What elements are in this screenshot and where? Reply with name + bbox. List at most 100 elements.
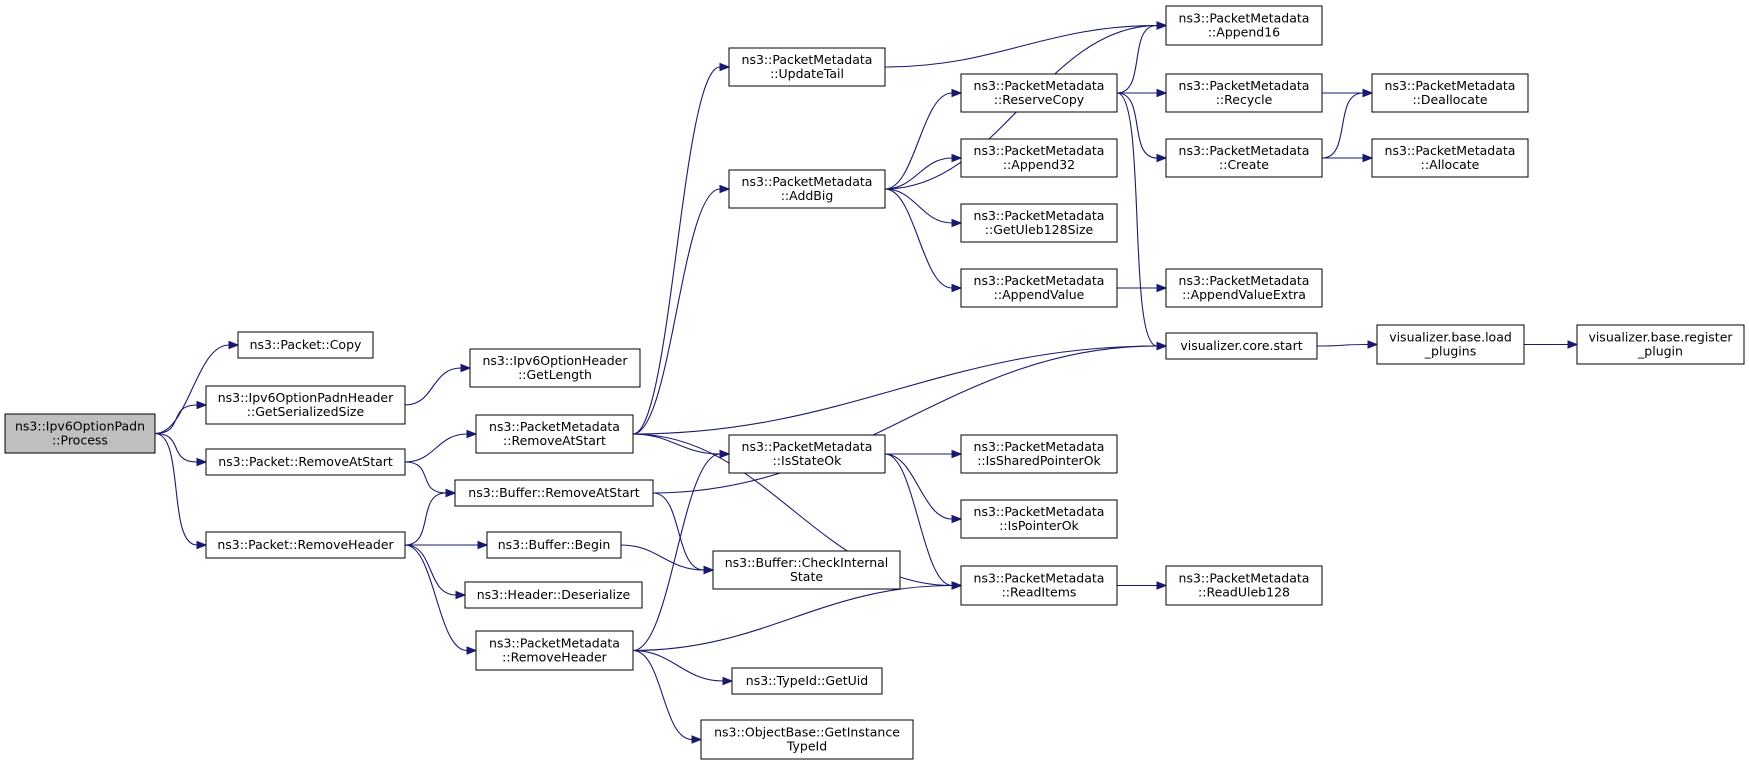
node-box <box>464 581 643 609</box>
node-pm-recycle[interactable]: ns3::PacketMetadata::Recycle <box>1165 73 1323 113</box>
node-label: ns3::PacketMetadata <box>974 439 1105 454</box>
node-pm-readitems[interactable]: ns3::PacketMetadata::ReadItems <box>960 565 1118 606</box>
edge-line <box>404 492 447 546</box>
node-box <box>960 203 1118 243</box>
arrowhead-icon <box>466 646 478 655</box>
node-pm-deallocate[interactable]: ns3::PacketMetadata::Deallocate <box>1371 73 1529 113</box>
edge-pm-removeheader-to-pm-isstateok <box>632 449 731 652</box>
edge-pm-reservecopy-to-visualizer-core-start <box>1116 92 1168 351</box>
edge-line <box>404 544 457 596</box>
edge-line <box>404 544 468 652</box>
node-visualizer-core-start[interactable]: visualizer.core.start <box>1165 332 1318 360</box>
nodes-layer: ns3::Ipv6OptionPadn::Processns3::Packet:… <box>4 5 1745 760</box>
node-pm-readuleb128[interactable]: ns3::PacketMetadata::ReadUleb128 <box>1165 565 1323 606</box>
edge-pm-reservecopy-to-pm-append16 <box>1116 21 1168 94</box>
edge-line <box>652 492 705 571</box>
node-label: ns3::PacketMetadata <box>742 439 873 454</box>
arrowhead-icon <box>1567 340 1579 349</box>
node-pm-appendvalueextra[interactable]: ns3::PacketMetadata::AppendValueExtra <box>1165 268 1323 308</box>
node-pm-reservecopy[interactable]: ns3::PacketMetadata::ReserveCopy <box>960 73 1118 113</box>
node-label: ns3::Ipv6OptionPadn <box>15 419 145 434</box>
node-getserializedsize[interactable]: ns3::Ipv6OptionPadnHeader::GetSerialized… <box>205 385 406 425</box>
node-pm-getuleb128size[interactable]: ns3::PacketMetadata::GetUleb128Size <box>960 203 1118 243</box>
arrowhead-icon <box>703 565 715 575</box>
node-box <box>960 138 1118 178</box>
node-label: State <box>790 569 823 584</box>
edge-pm-removeatstart-to-pm-addbig <box>632 184 731 435</box>
node-visualizer-base-load-plugins[interactable]: visualizer.base.load_plugins <box>1376 324 1525 365</box>
edge-pm-create-to-pm-allocate <box>1321 153 1374 163</box>
node-label: ::Create <box>1219 157 1269 172</box>
node-label: ::ReadItems <box>1002 585 1077 600</box>
edge-pm-appendvalue-to-pm-appendvalueextra <box>1117 283 1168 293</box>
node-getlength[interactable]: ns3::Ipv6OptionHeader::GetLength <box>469 348 641 388</box>
node-label: ::IsStateOk <box>773 453 843 468</box>
node-header-deserialize[interactable]: ns3::Header::Deserialize <box>464 581 643 609</box>
node-pm-isstateok[interactable]: ns3::PacketMetadata::IsStateOk <box>728 434 886 474</box>
arrowhead-icon <box>460 363 472 373</box>
node-label: ns3::Ipv6OptionPadnHeader <box>218 390 394 405</box>
node-label: ::Deallocate <box>1412 92 1487 107</box>
node-pm-append32[interactable]: ns3::PacketMetadata::Append32 <box>960 138 1118 178</box>
node-label: ::GetUleb128Size <box>985 222 1094 237</box>
node-process[interactable]: ns3::Ipv6OptionPadn::Process <box>4 413 156 454</box>
node-box <box>1371 138 1529 178</box>
node-label: ns3::PacketMetadata <box>974 143 1105 158</box>
node-box <box>486 531 622 559</box>
node-packet-removeheader[interactable]: ns3::Packet::RemoveHeader <box>205 531 406 559</box>
node-pm-append16[interactable]: ns3::PacketMetadata::Append16 <box>1165 5 1323 46</box>
edge-process-to-packet-removeatstart <box>154 432 208 467</box>
node-buffer-removeatstart[interactable]: ns3::Buffer::RemoveAtStart <box>454 479 654 507</box>
edge-line <box>632 584 953 652</box>
node-box <box>960 499 1118 539</box>
node-box <box>1576 324 1745 365</box>
arrowhead-icon <box>951 88 963 98</box>
node-label: ::AppendValueExtra <box>1182 287 1306 302</box>
edge-line <box>632 649 693 741</box>
node-label: ns3::PacketMetadata <box>974 273 1105 288</box>
node-box <box>205 385 406 425</box>
arrowhead-icon <box>1156 341 1168 351</box>
edge-pm-removeatstart-to-pm-isstateok <box>632 433 731 459</box>
edge-packet-removeatstart-to-pm-removeatstart <box>404 429 478 463</box>
edge-line <box>884 92 953 190</box>
node-pm-addbig[interactable]: ns3::PacketMetadata::AddBig <box>728 169 886 209</box>
edge-pm-addbig-to-pm-appendvalue <box>884 188 963 293</box>
node-packet-removeatstart[interactable]: ns3::Packet::RemoveAtStart <box>205 448 406 476</box>
arrowhead-icon <box>455 590 467 600</box>
node-pm-removeatstart[interactable]: ns3::PacketMetadata::RemoveAtStart <box>475 414 634 454</box>
node-pm-create[interactable]: ns3::PacketMetadata::Create <box>1165 138 1323 178</box>
node-pm-appendvalue[interactable]: ns3::PacketMetadata::AppendValue <box>960 268 1118 308</box>
node-box <box>1371 73 1529 113</box>
edge-pm-readitems-to-pm-readuleb128 <box>1117 581 1168 590</box>
node-pm-allocate[interactable]: ns3::PacketMetadata::Allocate <box>1371 138 1529 178</box>
edge-packet-removeheader-to-header-deserialize <box>404 544 467 600</box>
node-label: visualizer.base.register <box>1588 330 1733 345</box>
node-pm-removeheader[interactable]: ns3::PacketMetadata::RemoveHeader <box>475 630 634 671</box>
node-packet-copy[interactable]: ns3::Packet::Copy <box>237 331 374 359</box>
node-pm-updatetail[interactable]: ns3::PacketMetadata::UpdateTail <box>728 47 886 87</box>
node-visualizer-base-register-plugin[interactable]: visualizer.base.register_plugin <box>1576 324 1745 365</box>
edge-line <box>884 157 953 190</box>
node-buffer-begin[interactable]: ns3::Buffer::Begin <box>486 531 622 559</box>
arrowhead-icon <box>445 488 457 498</box>
edge-line <box>154 432 198 463</box>
node-box <box>700 719 914 760</box>
node-pm-issharedpointerok[interactable]: ns3::PacketMetadata::IsSharedPointerOk <box>960 434 1118 474</box>
node-typeid-getuid[interactable]: ns3::TypeId::GetUid <box>731 667 883 695</box>
edge-line <box>1116 92 1158 347</box>
node-label: ::ReserveCopy <box>994 92 1085 107</box>
edge-line <box>404 433 468 463</box>
edge-line <box>404 461 447 494</box>
node-label: ns3::Packet::Copy <box>250 337 362 352</box>
node-box <box>1165 73 1323 113</box>
node-box <box>1165 5 1323 46</box>
edge-visualizer-core-start-to-visualizer-base-load-plugins <box>1316 340 1379 349</box>
node-label: ns3::PacketMetadata <box>489 636 620 651</box>
node-pm-ispointerok[interactable]: ns3::PacketMetadata::IsPointerOk <box>960 499 1118 539</box>
edge-line <box>632 453 721 652</box>
edge-pm-addbig-to-pm-reservecopy <box>884 88 963 190</box>
edge-process-to-packet-copy <box>154 340 240 435</box>
